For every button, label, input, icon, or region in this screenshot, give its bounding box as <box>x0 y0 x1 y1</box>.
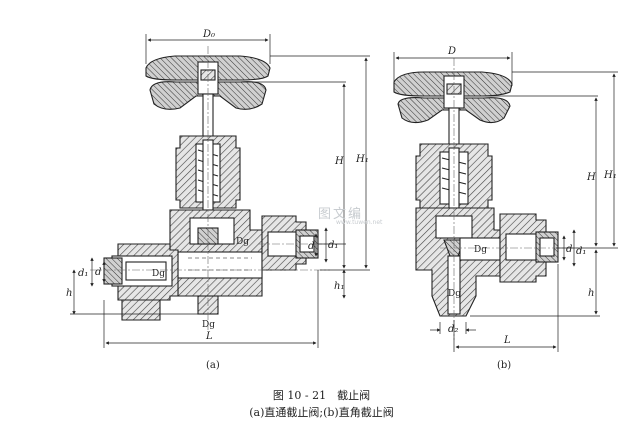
labels-b: D H H₁ Dg d d₁ h Dg d₂ L <box>447 46 617 346</box>
label-h1-a: h₁ <box>334 281 344 292</box>
subfigure-label-a: (a) <box>206 360 220 371</box>
label-d2-b: d₂ <box>448 324 458 335</box>
label-d-left-a: d <box>95 267 101 278</box>
dimensions-b <box>393 52 618 352</box>
label-h-a: h <box>66 288 72 299</box>
right-fitting-b <box>499 213 559 283</box>
label-L-b: L <box>503 335 511 346</box>
body-a <box>169 209 263 315</box>
label-d1-left-a: d₁ <box>78 268 88 279</box>
label-H1-a: H₁ <box>355 154 369 165</box>
body-b <box>415 207 501 317</box>
watermark-url: www.tuwen.net <box>336 219 383 226</box>
watermark: 图文编 <box>318 207 364 222</box>
label-d1-right-a: d₁ <box>328 240 338 251</box>
label-Dg-right-b: Dg <box>474 245 487 255</box>
label-H-b: H <box>586 172 596 183</box>
label-d-b: d <box>566 244 572 255</box>
dimensions-a <box>70 34 370 348</box>
labels-a: D₀ H H₁ d d₁ h₁ d d₁ h Dg Dg Dg L <box>66 29 369 342</box>
left-fitting-a <box>103 243 179 321</box>
label-Dg-bottom-b: Dg <box>448 289 461 299</box>
subfigure-label-b: (b) <box>497 360 512 371</box>
label-L-a: L <box>205 331 213 342</box>
label-d1-b: d₁ <box>576 246 586 257</box>
label-H1-b: H₁ <box>603 170 617 181</box>
label-Dg-left-a: Dg <box>152 269 165 279</box>
label-H-a: H <box>334 156 344 167</box>
label-D0: D₀ <box>202 29 215 40</box>
label-h-b: h <box>588 288 594 299</box>
straight-globe-valve-a <box>90 46 330 330</box>
label-D-b: D <box>447 46 456 57</box>
label-Dg-center-a: Dg <box>236 237 249 247</box>
figure-caption-subtitle: (a)直通截止阀;(b)直角截止阀 <box>249 406 394 419</box>
label-d-right-a: d <box>308 241 314 252</box>
figure-caption-title: 图 10 - 21 截止阀 <box>272 389 371 402</box>
angle-globe-valve-b <box>393 58 580 340</box>
label-Dg-bottom-a: Dg <box>202 320 215 330</box>
